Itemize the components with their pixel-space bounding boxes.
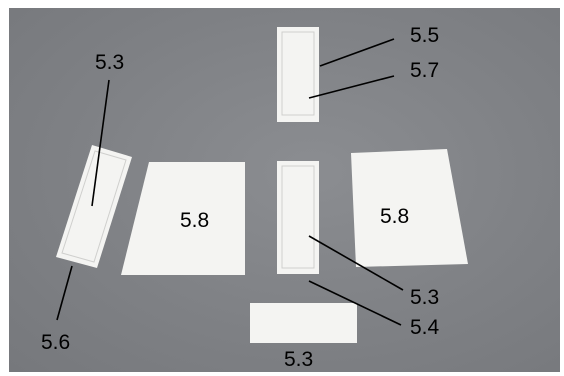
leader-line-center-outer — [308, 280, 402, 326]
label-bottom-piece: 5.3 — [284, 348, 314, 371]
label-top-inner: 5.7 — [410, 59, 440, 82]
top-rectangle-piece — [277, 27, 319, 122]
leader-line-left-outer — [56, 265, 73, 321]
bottom-strip-piece — [250, 303, 357, 343]
label-left-trapezoid: 5.8 — [180, 209, 210, 232]
label-center-inner: 5.3 — [410, 286, 440, 309]
leader-line-top-outer — [319, 38, 395, 67]
leader-lines — [56, 38, 404, 326]
right-trapezoid-piece — [351, 149, 468, 267]
label-top-outer: 5.5 — [410, 24, 440, 47]
label-left-inner: 5.3 — [95, 51, 125, 74]
tilted-rectangle-piece — [56, 145, 132, 268]
center-rectangle-piece — [277, 161, 319, 274]
label-right-trapezoid: 5.8 — [380, 205, 410, 228]
leader-line-left-inner — [91, 79, 110, 207]
leader-line-center-inner — [308, 235, 404, 291]
left-trapezoid-piece — [121, 162, 245, 275]
label-left-outer: 5.6 — [41, 331, 71, 354]
leader-line-top-inner — [308, 75, 395, 99]
label-center-outer: 5.4 — [410, 316, 440, 339]
